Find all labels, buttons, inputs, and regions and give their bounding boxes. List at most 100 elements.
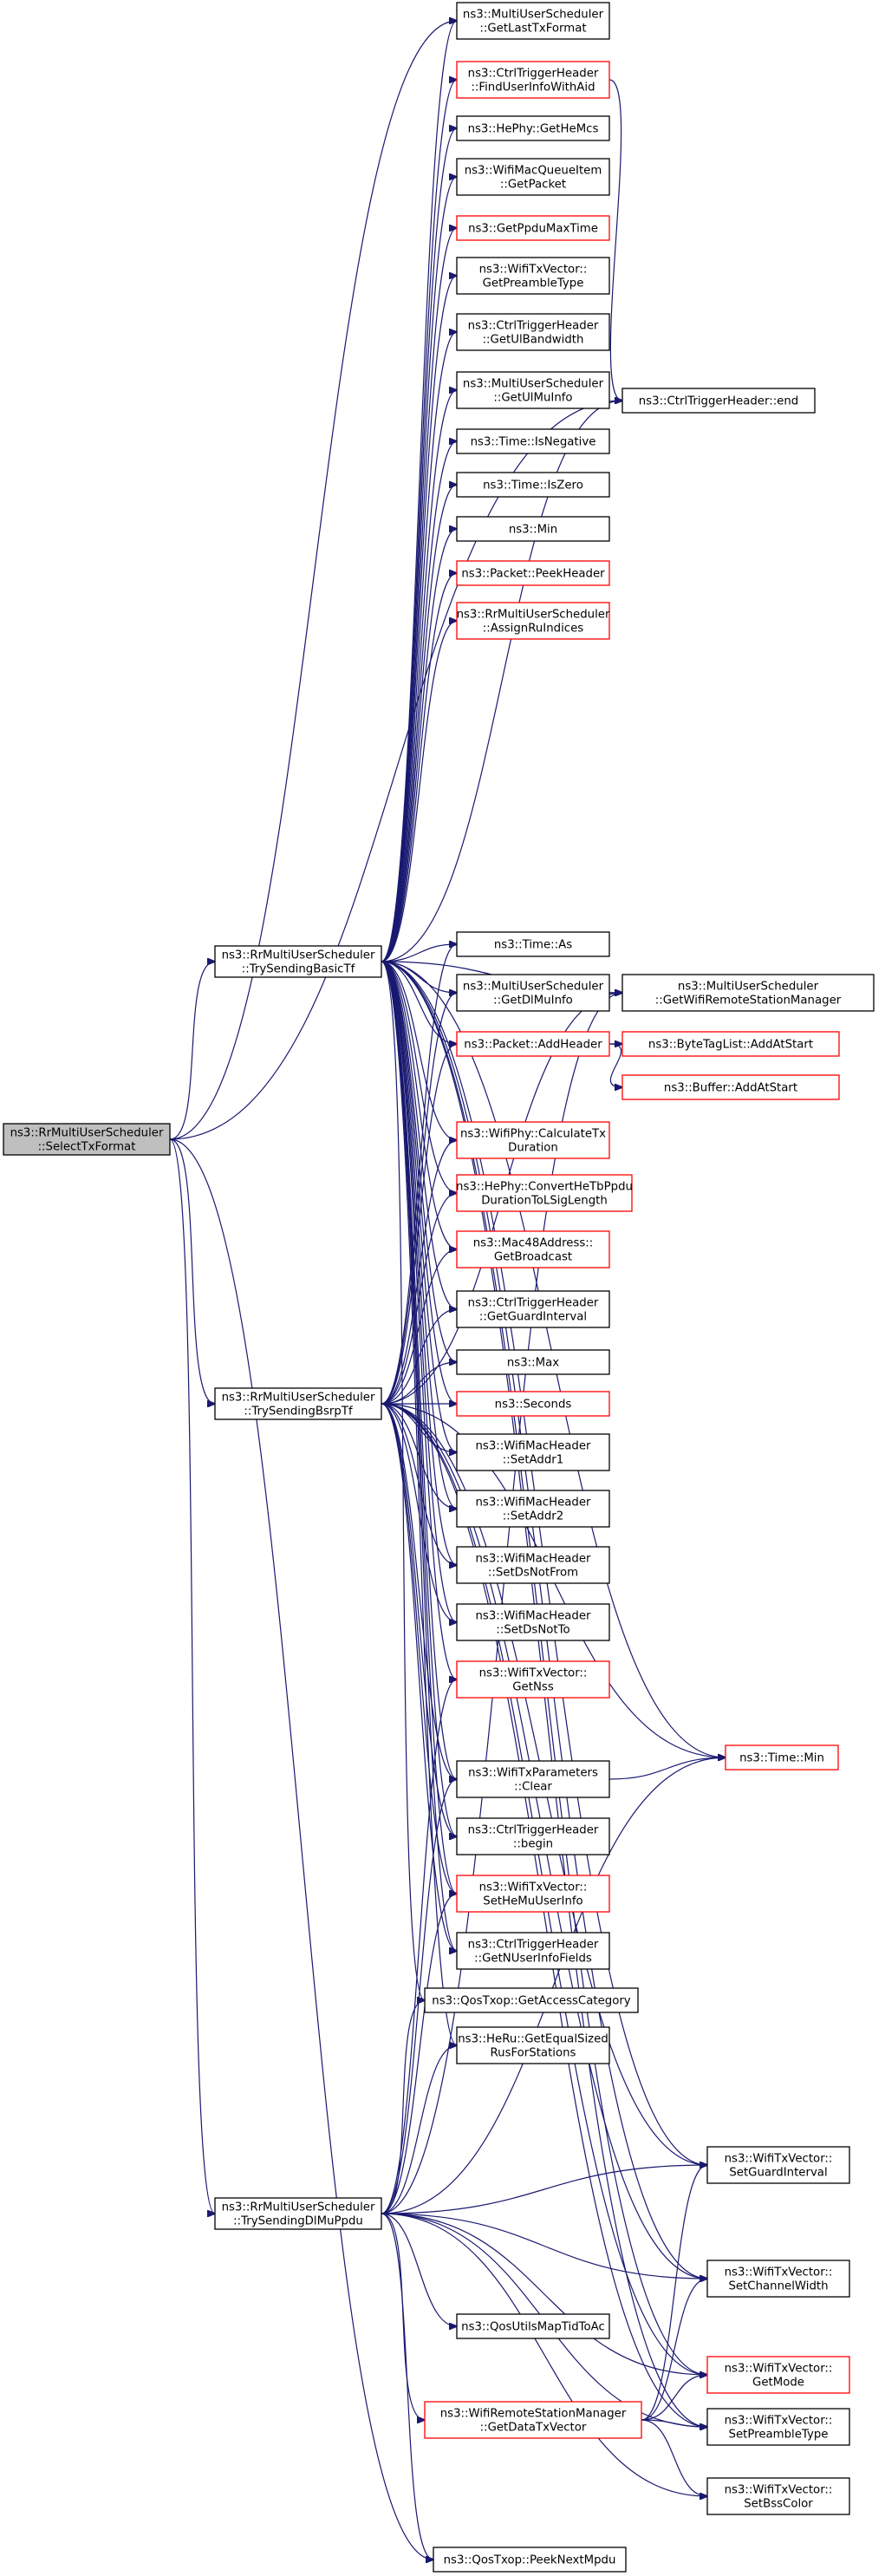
node-label: ns3::MultiUserScheduler (463, 981, 604, 994)
node-remotemgr[interactable]: ns3::MultiUserScheduler::GetWifiRemoteSt… (621, 974, 875, 1012)
edge-bsrp-to-trigbegin (381, 1403, 457, 1836)
node-min[interactable]: ns3::Min (456, 516, 610, 542)
node-peeknext[interactable]: ns3::QosTxop::PeekNextMpdu (433, 2547, 627, 2573)
node-label: ns3::Time::As (494, 939, 572, 952)
node-iszero[interactable]: ns3::Time::IsZero (456, 472, 610, 498)
edge-dlmu-to-txclear (381, 1779, 457, 2214)
node-label: ns3::CtrlTriggerHeader (468, 1297, 599, 1310)
node-label: ns3::Packet::AddHeader (464, 1039, 602, 1052)
node-nuserinfo[interactable]: ns3::CtrlTriggerHeader::GetNUserInfoFiel… (456, 1932, 610, 1970)
node-hemcs[interactable]: ns3::HePhy::GetHeMcs (456, 115, 610, 141)
node-box (456, 215, 610, 241)
node-label: ns3::WifiMacHeader (475, 1610, 591, 1623)
node-box (214, 945, 382, 978)
node-ppdumax[interactable]: ns3::GetPpduMaxTime (456, 215, 610, 241)
edge-dlmu-to-equalru (381, 2045, 457, 2214)
node-addr1[interactable]: ns3::WifiMacHeader::SetAddr1 (456, 1433, 610, 1471)
node-hemuuser[interactable]: ns3::WifiTxVector::SetHeMuUserInfo (456, 1875, 610, 1913)
node-ulmuinfo[interactable]: ns3::MultiUserScheduler::GetUlMuInfo (456, 371, 610, 409)
edge-basic-to-getpacket (381, 177, 457, 962)
node-txclear[interactable]: ns3::WifiTxParameters::Clear (456, 1760, 610, 1798)
node-bsrp[interactable]: ns3::RrMultiUserScheduler::TrySendingBsr… (214, 1387, 382, 1420)
edge-dlmu-to-hemuuser (381, 1894, 457, 2214)
node-dsnotto[interactable]: ns3::WifiMacHeader::SetDsNotTo (456, 1603, 610, 1641)
node-root[interactable]: ns3::RrMultiUserScheduler::SelectTxForma… (3, 1123, 171, 1156)
node-addr2[interactable]: ns3::WifiMacHeader::SetAddr2 (456, 1490, 610, 1528)
node-max[interactable]: ns3::Max (456, 1349, 610, 1375)
edge-bsrp-to-nuserinfo (381, 1403, 457, 1951)
node-box (456, 313, 610, 351)
node-convert[interactable]: ns3::HePhy::ConvertHeTbPpduDurationToLSi… (456, 1174, 633, 1212)
node-label: ns3::WifiMacHeader (475, 1553, 591, 1566)
node-setpreamble[interactable]: ns3::WifiTxVector::SetPreambleType (706, 2408, 850, 2446)
node-finduser[interactable]: ns3::CtrlTriggerHeader::FindUserInfoWith… (456, 61, 610, 99)
node-getlasttx[interactable]: ns3::MultiUserScheduler::GetLastTxFormat (456, 2, 610, 40)
node-getmode[interactable]: ns3::WifiTxVector::GetMode (706, 2356, 850, 2394)
node-label: ns3::WifiTxVector:: (479, 1667, 588, 1680)
node-box (456, 1817, 610, 1855)
edge-dlmu-to-getmode (381, 2213, 707, 2375)
node-assignru[interactable]: ns3::RrMultiUserScheduler::AssignRuIndic… (456, 602, 610, 640)
node-label: ns3::CtrlTriggerHeader (468, 68, 599, 81)
node-label: ::TrySendingBasicTf (242, 963, 355, 976)
node-getnss[interactable]: ns3::WifiTxVector::GetNss (456, 1660, 610, 1699)
node-getpacket[interactable]: ns3::WifiMacQueueItem::GetPacket (456, 158, 610, 196)
node-box (456, 1121, 610, 1159)
node-ulbw[interactable]: ns3::CtrlTriggerHeader::GetUlBandwidth (456, 313, 610, 351)
node-datatx[interactable]: ns3::WifiRemoteStationManager::GetDataTx… (424, 2401, 642, 2439)
node-tidtoac[interactable]: ns3::QosUtilsMapTidToAc (456, 2313, 610, 2339)
node-label: ns3::Packet::PeekHeader (461, 568, 605, 581)
node-box (3, 1123, 171, 1156)
node-box (456, 1546, 610, 1584)
node-box (456, 560, 610, 586)
node-accesscat[interactable]: ns3::QosTxop::GetAccessCategory (424, 1987, 639, 2013)
node-addheader[interactable]: ns3::Packet::AddHeader (456, 1031, 610, 1057)
edge-root-to-peeknext (169, 1138, 433, 2560)
node-dlmu[interactable]: ns3::RrMultiUserScheduler::TrySendingDlM… (214, 2197, 382, 2230)
edge-bsrp-to-addr2 (381, 1403, 457, 1509)
node-box (424, 2401, 642, 2439)
node-box (456, 1391, 610, 1417)
node-peekheader[interactable]: ns3::Packet::PeekHeader (456, 560, 610, 586)
node-label: ns3::CtrlTriggerHeader::end (639, 395, 798, 408)
node-label: ns3::Buffer::AddAtStart (664, 1082, 797, 1095)
node-guardint[interactable]: ns3::CtrlTriggerHeader::GetGuardInterval (456, 1290, 610, 1328)
node-label: SetChannelWidth (728, 2280, 828, 2293)
node-timeas[interactable]: ns3::Time::As (456, 931, 610, 957)
node-dlmuinfo[interactable]: ns3::MultiUserScheduler::GetDlMuInfo (456, 974, 610, 1012)
node-trigend[interactable]: ns3::CtrlTriggerHeader::end (621, 388, 816, 414)
node-dsnotfrom[interactable]: ns3::WifiMacHeader::SetDsNotFrom (456, 1546, 610, 1584)
node-box (621, 1031, 840, 1057)
node-setbss[interactable]: ns3::WifiTxVector::SetBssColor (706, 2477, 850, 2515)
node-label: ns3::RrMultiUserScheduler (457, 609, 610, 622)
node-label: ::GetUlMuInfo (493, 392, 572, 405)
node-preambletype[interactable]: ns3::WifiTxVector::GetPreambleType (456, 257, 610, 295)
node-basic[interactable]: ns3::RrMultiUserScheduler::TrySendingBas… (214, 945, 382, 978)
edge-basic-to-max (381, 961, 457, 1362)
node-label: ns3::WifiTxVector:: (725, 2415, 833, 2428)
node-seconds[interactable]: ns3::Seconds (456, 1391, 610, 1417)
node-isneg[interactable]: ns3::Time::IsNegative (456, 428, 610, 454)
node-label: ::TrySendingBsrpTf (244, 1405, 353, 1418)
node-timemin[interactable]: ns3::Time::Min (725, 1745, 839, 1771)
node-box (456, 61, 610, 99)
edge-bsrp-to-dsnotfrom (381, 1403, 457, 1565)
node-broadcast[interactable]: ns3::Mac48Address::GetBroadcast (456, 1230, 610, 1268)
node-label: ns3::RrMultiUserScheduler (10, 1127, 164, 1140)
node-setgi[interactable]: ns3::WifiTxVector::SetGuardInterval (706, 2146, 850, 2184)
edge-basic-to-iszero (381, 485, 457, 962)
node-box (706, 2260, 850, 2298)
node-label: ::GetDlMuInfo (493, 995, 573, 1008)
node-label: ns3::MultiUserScheduler (678, 981, 819, 994)
node-setcw[interactable]: ns3::WifiTxVector::SetChannelWidth (706, 2260, 850, 2298)
node-bufferadd[interactable]: ns3::Buffer::AddAtStart (621, 1074, 840, 1100)
node-box (214, 2197, 382, 2230)
node-trigbegin[interactable]: ns3::CtrlTriggerHeader::begin (456, 1817, 610, 1855)
node-label: ns3::CtrlTriggerHeader (468, 1939, 599, 1952)
node-box (456, 115, 610, 141)
edge-basic-to-getlasttx (381, 21, 457, 962)
node-bytetag[interactable]: ns3::ByteTagList::AddAtStart (621, 1031, 840, 1057)
